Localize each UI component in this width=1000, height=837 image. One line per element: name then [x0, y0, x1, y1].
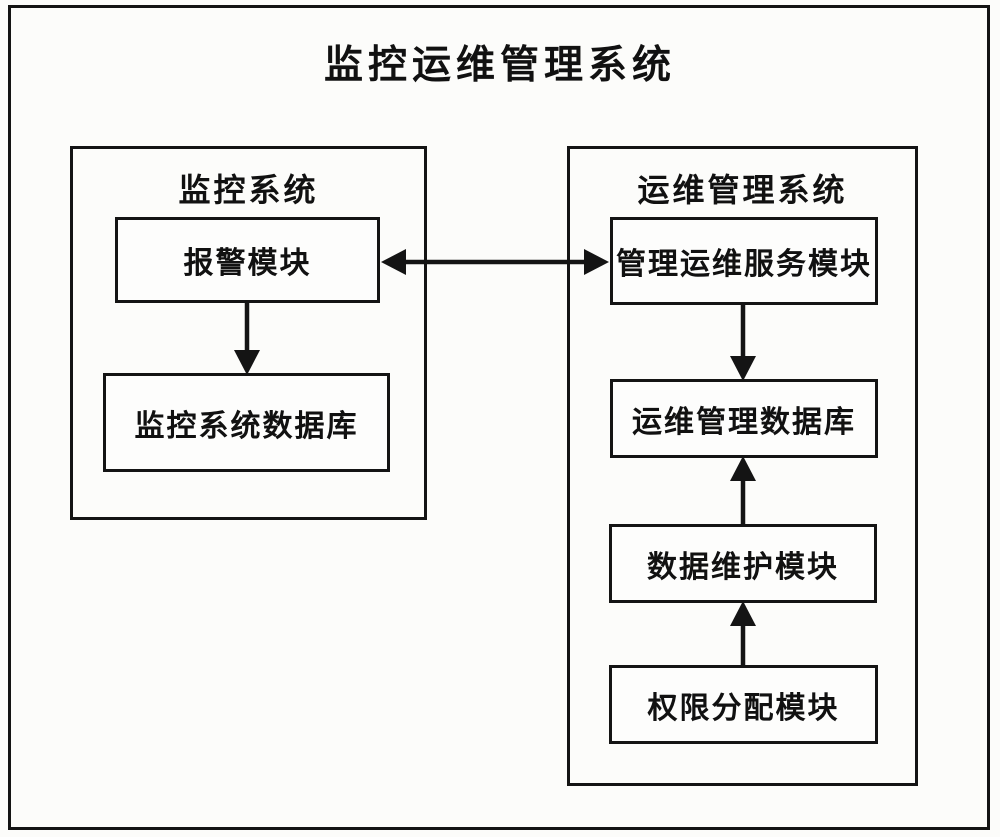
diagram-title: 监控运维管理系统 — [323, 44, 676, 87]
monitoring-system-group-box: 监控系统 — [70, 146, 427, 520]
ops-management-group-box: 运维管理系统 — [567, 146, 918, 786]
alarm-module-box: 报警模块 — [115, 217, 380, 303]
monitoring-database-box: 监控系统数据库 — [103, 373, 390, 472]
ops-management-group-title: 运维管理系统 — [637, 172, 848, 208]
diagram-outer-border — [8, 5, 990, 830]
permission-allocation-module-box: 权限分配模块 — [609, 665, 878, 744]
ops-service-module-box: 管理运维服务模块 — [610, 217, 878, 305]
data-maintenance-module-box: 数据维护模块 — [609, 524, 877, 603]
ops-database-box: 运维管理数据库 — [610, 379, 878, 458]
monitoring-system-group-title: 监控系统 — [178, 172, 319, 208]
